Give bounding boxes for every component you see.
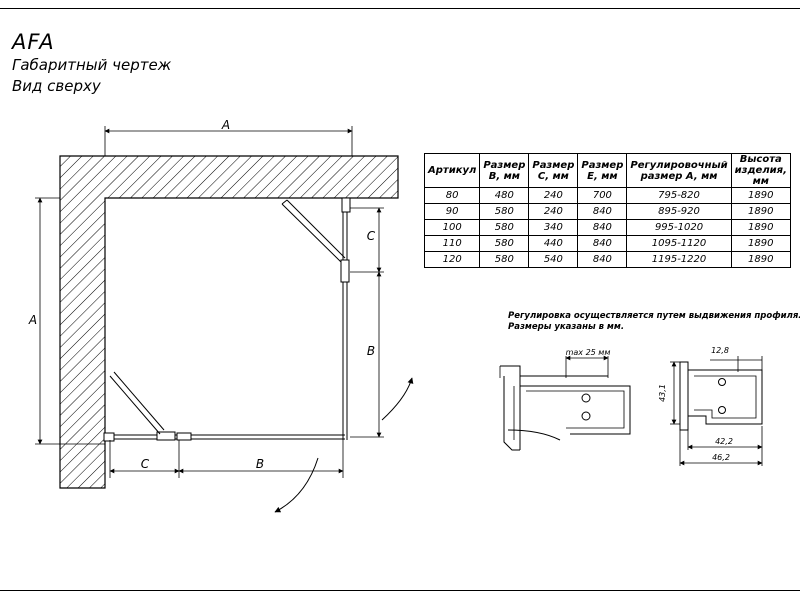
right-door-swing-arc [381,377,414,421]
spec-table: Артикул Размер B, мм Размер C, мм Размер… [423,153,791,268]
dimension-c-right-label: C [367,229,376,243]
table-cell: 840 [577,235,628,252]
spec-header-size-e: Размер E, мм [577,153,628,188]
spec-header-adjust-a: Регулировочный размер A, мм [626,153,732,188]
table-cell: 110 [423,235,481,252]
table-row: 80 480 240 700 795-820 1890 [423,187,791,204]
front-panel [103,431,345,442]
table-cell: 340 [528,219,579,236]
drawing-type-label: Габаритный чертеж [12,56,172,74]
dimension-a-top [104,126,353,156]
table-cell: 580 [479,203,530,220]
right-door-strut [281,199,346,263]
table-cell: 480 [479,187,530,204]
spec-header-size-b: Размер B, мм [479,153,530,188]
table-cell: 840 [577,219,628,236]
profile-dim-43-1: 43,1 [658,384,667,402]
table-cell: 440 [528,235,579,252]
dimension-a-left-label: A [28,313,37,327]
left-door-strut [109,371,165,435]
table-cell: 1890 [730,187,791,204]
table-cell: 1195-1220 [626,251,732,268]
table-cell: 80 [423,187,481,204]
table-cell: 995-1020 [626,219,732,236]
table-cell: 1890 [730,203,791,220]
model-title: AFA [12,30,55,54]
spec-table-header: Артикул Размер B, мм Размер C, мм Размер… [423,153,791,188]
table-cell: 1890 [730,251,791,268]
profile-section-extended [670,356,763,466]
table-cell: 840 [577,203,628,220]
dimension-b-right-label: B [367,344,375,358]
table-cell: 90 [423,203,481,220]
dimension-a-left [35,197,105,445]
profile-dim-42-2: 42,2 [715,437,733,446]
profile-max-label: max 25 мм [566,348,611,357]
profile-section-wall [499,355,631,451]
table-cell: 100 [423,219,481,236]
spec-header-article: Артикул [423,153,481,188]
table-cell: 795-820 [626,187,732,204]
table-cell: 700 [577,187,628,204]
table-row: 110 580 440 840 1095-1120 1890 [423,235,791,252]
view-label: Вид сверху [12,77,101,95]
table-cell: 120 [423,251,481,268]
spec-header-size-c: Размер C, мм [528,153,579,188]
table-cell: 540 [528,251,579,268]
table-cell: 1095-1120 [626,235,732,252]
table-cell: 580 [479,235,530,252]
table-cell: 240 [528,203,579,220]
table-row: 100 580 340 840 995-1020 1890 [423,219,791,236]
front-door-swing-arc [274,457,319,513]
table-cell: 840 [577,251,628,268]
right-side-panel [340,197,351,440]
units-note: Размеры указаны в мм. [508,322,625,332]
wall-hatching [59,155,399,489]
dimension-b-bottom-label: B [256,457,264,471]
dimension-a-top-label: A [221,118,230,132]
profile-dim-12-8: 12,8 [711,346,729,355]
dimension-b-right [350,271,384,438]
table-cell: 1890 [730,235,791,252]
table-cell: 895-920 [626,203,732,220]
table-row: 120 580 540 840 1195-1220 1890 [423,251,791,268]
dimension-b-bottom [178,440,344,478]
table-cell: 580 [479,251,530,268]
table-cell: 240 [528,187,579,204]
adjustment-note: Регулировка осуществляется путем выдвиже… [508,311,800,321]
sheet-frame [0,8,800,591]
table-row: 90 580 240 840 895-920 1890 [423,203,791,220]
table-cell: 1890 [730,219,791,236]
spec-header-height: Высота изделия, мм [730,153,791,188]
table-cell: 580 [479,219,530,236]
profile-dim-46-2: 46,2 [712,453,730,462]
dimension-c-bottom-label: C [141,457,150,471]
